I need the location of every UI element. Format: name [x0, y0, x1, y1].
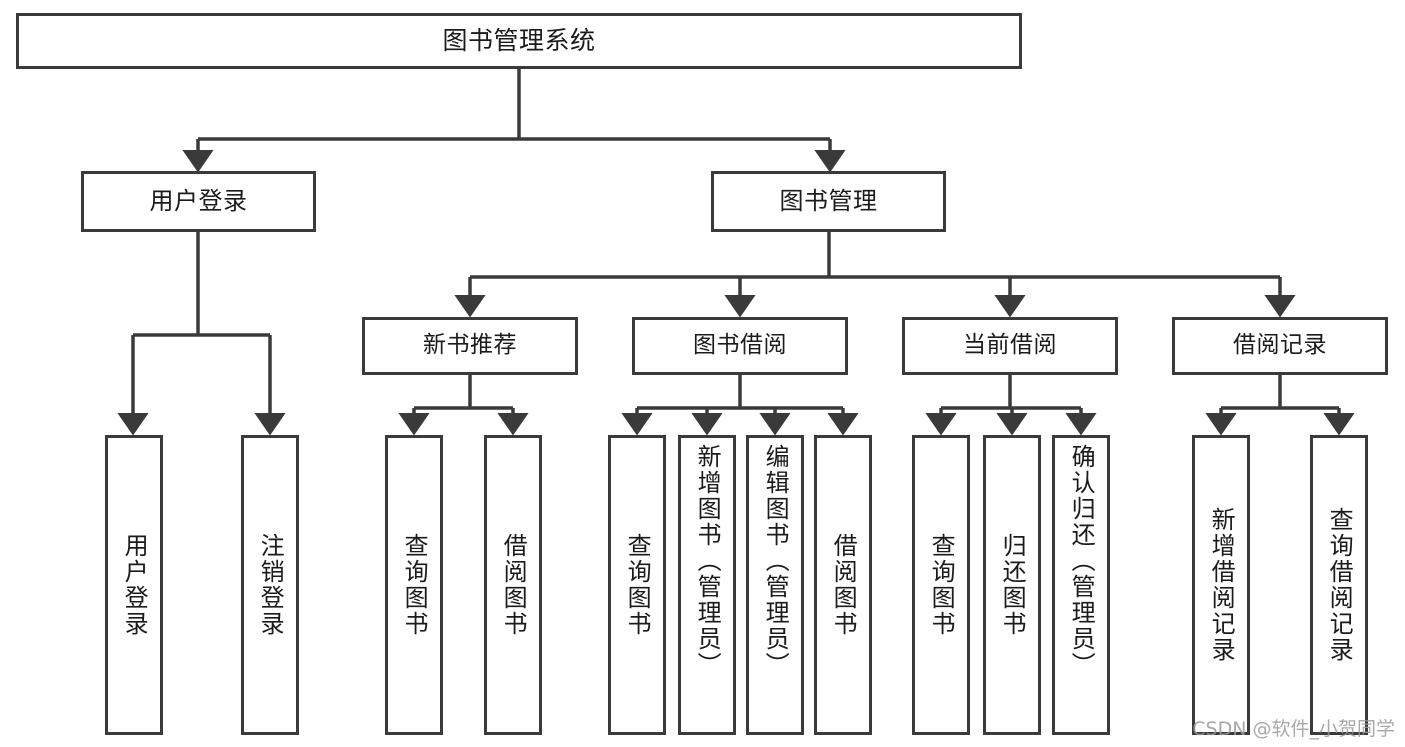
- node-new-book-recommend[interactable]: 新书推荐: [362, 317, 578, 375]
- leaf-query-borrow-record[interactable]: 查询借阅记录: [1310, 435, 1368, 735]
- leaf-query-book-current-label: 查询图书: [927, 533, 956, 637]
- node-book-management-label: 图书管理: [779, 187, 878, 216]
- node-new-book-recommend-label: 新书推荐: [423, 332, 517, 359]
- csdn-watermark: CSDN @软件_小贺同学: [1192, 718, 1395, 740]
- leaf-add-book-admin[interactable]: 新增图书（管理员）: [678, 435, 736, 735]
- node-book-borrow[interactable]: 图书借阅: [632, 317, 848, 375]
- leaf-query-book-current[interactable]: 查询图书: [912, 435, 970, 735]
- leaf-edit-book-admin-label: 编辑图书（管理员）: [761, 444, 790, 678]
- leaf-return-book[interactable]: 归还图书: [983, 435, 1041, 735]
- leaf-edit-book-admin[interactable]: 编辑图书（管理员）: [746, 435, 804, 735]
- leaf-add-borrow-record-label: 新增借阅记录: [1207, 507, 1236, 663]
- leaf-confirm-return-admin[interactable]: 确认归还（管理员）: [1052, 435, 1110, 735]
- leaf-user-login[interactable]: 用户登录: [105, 435, 163, 735]
- leaf-borrow-book-recommend[interactable]: 借阅图书: [484, 435, 542, 735]
- node-current-borrow[interactable]: 当前借阅: [902, 317, 1118, 375]
- leaf-borrow-book-recommend-label: 借阅图书: [499, 533, 528, 637]
- leaf-return-book-label: 归还图书: [998, 533, 1027, 637]
- leaf-logout-login-label: 注销登录: [256, 533, 285, 637]
- leaf-query-book-borrow-label: 查询图书: [623, 533, 652, 637]
- node-root-label: 图书管理系统: [442, 26, 596, 56]
- node-borrow-record[interactable]: 借阅记录: [1172, 317, 1388, 375]
- leaf-query-borrow-record-label: 查询借阅记录: [1325, 507, 1354, 663]
- leaf-user-login-label: 用户登录: [120, 533, 149, 637]
- leaf-query-book-recommend-label: 查询图书: [400, 533, 429, 637]
- node-book-borrow-label: 图书借阅: [693, 332, 787, 359]
- node-book-management-system[interactable]: 图书管理系统: [16, 13, 1022, 69]
- node-user-login[interactable]: 用户登录: [81, 171, 316, 232]
- leaf-add-borrow-record[interactable]: 新增借阅记录: [1192, 435, 1250, 735]
- leaf-logout-login[interactable]: 注销登录: [241, 435, 299, 735]
- node-current-borrow-label: 当前借阅: [963, 332, 1057, 359]
- node-user-login-label: 用户登录: [149, 187, 248, 216]
- leaf-query-book-borrow[interactable]: 查询图书: [608, 435, 666, 735]
- leaf-add-book-admin-label: 新增图书（管理员）: [693, 444, 722, 678]
- node-book-management[interactable]: 图书管理: [711, 171, 946, 232]
- leaf-confirm-return-admin-label: 确认归还（管理员）: [1067, 444, 1096, 678]
- leaf-borrow-book[interactable]: 借阅图书: [814, 435, 872, 735]
- leaf-borrow-book-label: 借阅图书: [829, 533, 858, 637]
- node-borrow-record-label: 借阅记录: [1233, 332, 1327, 359]
- leaf-query-book-recommend[interactable]: 查询图书: [385, 435, 443, 735]
